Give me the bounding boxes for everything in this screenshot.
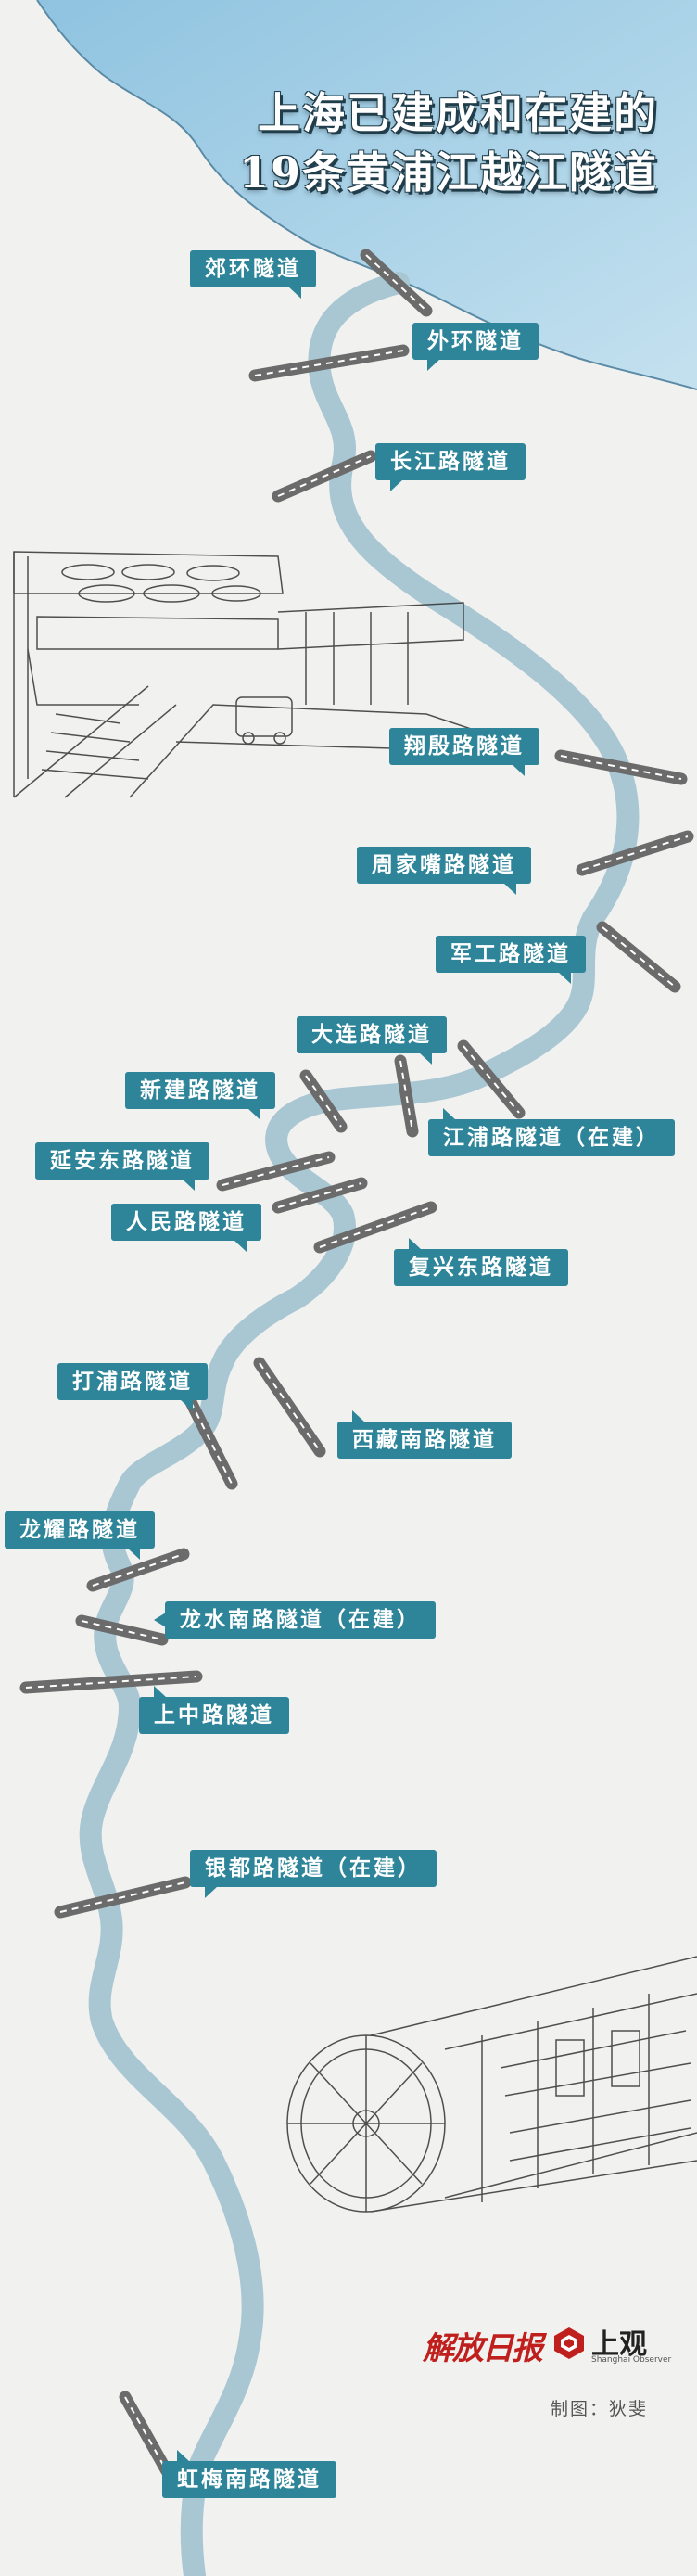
tunnel-label-longshuinanlu: 龙水南路隧道（在建） <box>154 1601 436 1639</box>
tunnel-label-xinjianlu: 新建路隧道 <box>125 1072 275 1120</box>
tunnel-ribbon-lane <box>365 254 427 312</box>
tunnel-ribbon-lane <box>222 1156 330 1186</box>
shangguan-logo-en: Shanghai Observer <box>591 2355 672 2365</box>
tunnel-ribbon-lane <box>184 1390 233 1485</box>
tunnel-ribbon-lane <box>463 1045 520 1114</box>
tunnel-label-renminlu: 人民路隧道 <box>111 1204 261 1252</box>
shangguan-logo-text: 上观 <box>591 2328 647 2361</box>
tunnel-label-waihuan: 外环隧道 <box>412 323 539 371</box>
tunnel-label-fuxinglu: 复兴东路隧道 <box>394 1238 568 1286</box>
tunnel-ribbon-lane <box>319 1206 432 1248</box>
tunnel-ribbon-lane <box>581 835 689 871</box>
title-line-1: 上海已建成和在建的 <box>258 88 658 138</box>
sea-area <box>37 0 697 389</box>
tunnel-label-jiaohuan: 郊环隧道 <box>190 250 316 299</box>
title-line-2: 19条黄浦江越江隧道 <box>238 147 658 198</box>
tunnel-label-dalianlu: 大连路隧道 <box>297 1016 447 1065</box>
tunnel-label-longyaolu: 龙耀路隧道 <box>5 1511 155 1560</box>
tunnel-label-zhoujiazuilu: 周家嘴路隧道 <box>357 847 531 895</box>
tunnel-ribbon-lane <box>277 1182 362 1208</box>
tunnel-label-yindulu: 银都路隧道（在建） <box>190 1850 437 1898</box>
tunnel-ribbon-lane <box>277 455 372 497</box>
huangpu-river <box>79 272 640 2576</box>
tunnel-ribbon-lane <box>259 1362 321 1452</box>
tunnel-label-jungonglu: 军工路隧道 <box>436 936 586 984</box>
tunnel-interior-sketch <box>13 551 483 798</box>
tunnel-label-dapulu: 打浦路隧道 <box>57 1363 208 1411</box>
tbm-sketch <box>286 1956 697 2213</box>
tunnel-ribbon-lane <box>25 1676 197 1689</box>
tunnel-ribbon-lane <box>81 1620 163 1640</box>
tunnel-ribbon-lane <box>92 1553 184 1587</box>
tunnel-label-hongmeinanlu: 虹梅南路隧道 <box>162 2450 336 2498</box>
tunnel-ribbon <box>394 1054 419 1138</box>
credit-text: 制图：狄斐 <box>551 2399 649 2419</box>
tunnel-label-changjianglu: 长江路隧道 <box>375 443 526 491</box>
tunnel-ribbon-lane <box>59 1881 186 1913</box>
tunnel-ribbon-lane <box>602 926 676 988</box>
tunnel-label-shangzhonglu: 上中路隧道 <box>139 1686 289 1734</box>
tunnel-ribbon-lane <box>124 2396 168 2472</box>
shangguan-mark-icon <box>554 2327 584 2359</box>
tunnel-ribbon-lane <box>254 350 404 376</box>
tunnel-label-jiangpulu: 江浦路隧道（在建） <box>428 1108 675 1156</box>
jiefang-daily-logo: 解放日报 <box>423 2330 543 2367</box>
tunnel-ribbon-lane <box>305 1075 342 1128</box>
tunnel-label-yananlu: 延安东路隧道 <box>35 1142 209 1191</box>
tunnel-label-xiangyinlu: 翔殷路隧道 <box>389 728 539 776</box>
tunnel-label-xizangnanlu: 西藏南路隧道 <box>337 1410 512 1459</box>
tunnel-ribbon-lane <box>560 755 682 780</box>
